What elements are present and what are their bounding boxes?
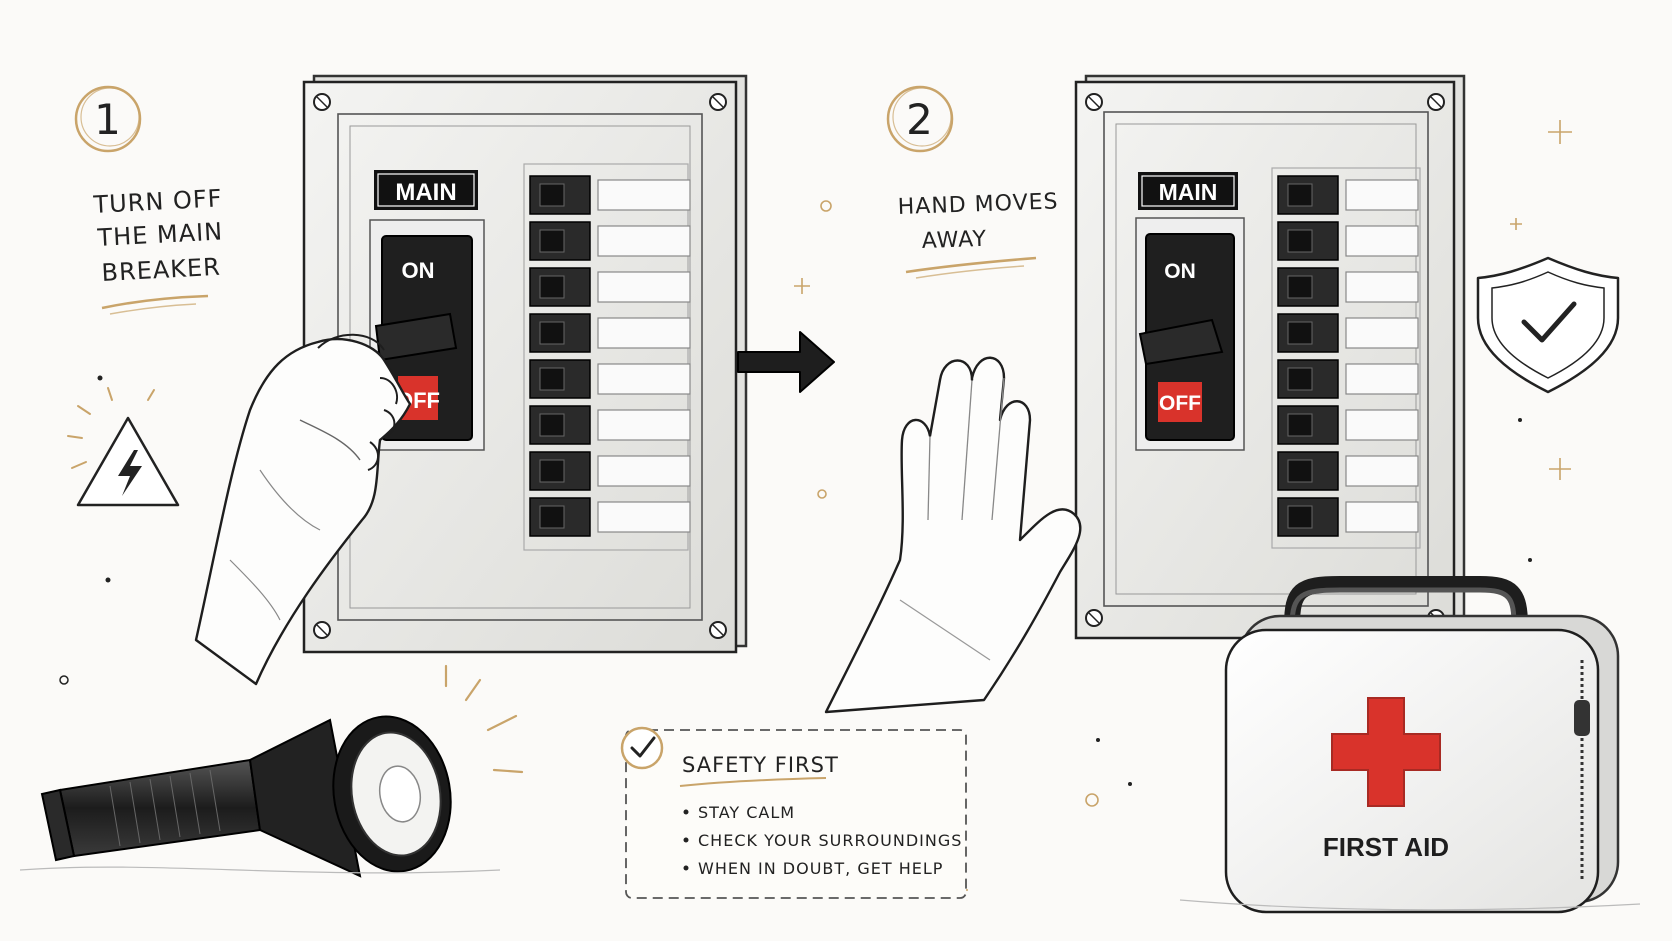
first-aid-label: FIRST AID — [1323, 832, 1449, 862]
breaker-knob — [539, 459, 565, 483]
breaker-row — [1277, 451, 1419, 491]
panel-2-main-label: MAIN — [1159, 179, 1218, 205]
breaker-label-slot — [597, 455, 691, 487]
breaker-label-slot — [1345, 271, 1419, 303]
breaker-label-slot — [597, 225, 691, 257]
step-1-badge: 1 — [74, 85, 142, 153]
panel-2-on-label: ON — [1164, 260, 1196, 283]
flashlight-icon — [19, 664, 524, 878]
safety-card-item: STAY CALM — [698, 803, 795, 822]
breaker-row — [529, 221, 691, 261]
breaker-knob — [539, 367, 565, 391]
breaker-knob — [1287, 229, 1313, 253]
step-1-caption-line-1: TURN OFF — [92, 184, 223, 219]
step-2-caption: HAND MOVES AWAY — [897, 189, 1059, 279]
breaker-row — [1277, 221, 1419, 261]
step-1: 1 TURN OFF THE MAIN BREAKER — [67, 74, 748, 686]
safety-card-title: SAFETY FIRST — [682, 753, 839, 777]
open-hand — [824, 356, 1082, 714]
breaker-row — [1277, 497, 1419, 537]
breaker-row — [1277, 175, 1419, 215]
breaker-label-slot — [1345, 409, 1419, 441]
breaker-label-slot — [597, 179, 691, 211]
warning-bolt-icon — [67, 387, 180, 507]
breaker-knob — [539, 413, 565, 437]
breaker-knob — [1287, 459, 1313, 483]
safety-first-card: SAFETY FIRST STAY CALM CHECK YOUR SURROU… — [620, 726, 967, 899]
breaker-row — [529, 405, 691, 445]
breaker-label-slot — [1345, 225, 1419, 257]
step-1-caption-line-2: THE MAIN — [96, 217, 224, 252]
breaker-label-slot — [597, 501, 691, 533]
breaker-row — [529, 175, 691, 215]
breaker-knob — [1287, 367, 1313, 391]
step-2-badge: 2 — [886, 85, 954, 153]
breaker-knob — [1287, 275, 1313, 299]
breaker-knob — [1287, 413, 1313, 437]
breaker-knob — [1287, 321, 1313, 345]
safety-card-item: CHECK YOUR SURROUNDINGS — [698, 831, 962, 850]
breaker-row — [529, 267, 691, 307]
breaker-label-slot — [1345, 363, 1419, 395]
breaker-label-slot — [1345, 317, 1419, 349]
breaker-row — [1277, 405, 1419, 445]
arrow-right-icon — [737, 331, 835, 393]
shield-check-icon — [1476, 256, 1620, 394]
breaker-label-slot — [1345, 501, 1419, 533]
first-aid-kit-icon: FIRST AID — [1179, 576, 1641, 914]
step-2-caption-line-1: HAND MOVES — [897, 189, 1059, 220]
hand-on-switch — [194, 333, 412, 686]
panel-1-main-label: MAIN — [395, 179, 456, 206]
safety-card-list: STAY CALM CHECK YOUR SURROUNDINGS WHEN I… — [683, 803, 962, 878]
panel-2-breakers — [1277, 175, 1419, 537]
breaker-row — [1277, 359, 1419, 399]
panel-1-breakers — [529, 175, 691, 537]
breaker-knob — [539, 505, 565, 529]
breaker-panel-2: MAIN ON OFF — [1074, 74, 1466, 640]
step-1-caption: TURN OFF THE MAIN BREAKER — [92, 184, 224, 315]
breaker-label-slot — [597, 363, 691, 395]
breaker-knob — [539, 183, 565, 207]
dot-decorations — [59, 375, 1532, 786]
step-1-caption-line-3: BREAKER — [101, 253, 222, 287]
breaker-row — [1277, 313, 1419, 353]
panel-2-off-label: OFF — [1159, 392, 1201, 415]
breaker-panel-1: MAIN ON OFF — [302, 74, 748, 654]
breaker-knob — [1287, 505, 1313, 529]
breaker-label-slot — [597, 317, 691, 349]
breaker-knob — [539, 275, 565, 299]
breaker-row — [529, 313, 691, 353]
breaker-row — [529, 451, 691, 491]
breaker-row — [529, 497, 691, 537]
breaker-knob — [539, 321, 565, 345]
breaker-row — [529, 359, 691, 399]
checkmark-icon — [620, 726, 664, 770]
breaker-row — [1277, 267, 1419, 307]
breaker-knob — [539, 229, 565, 253]
step-2-number: 2 — [906, 95, 934, 144]
breaker-label-slot — [1345, 179, 1419, 211]
safety-card-item: WHEN IN DOUBT, GET HELP — [698, 859, 943, 878]
breaker-knob — [1287, 183, 1313, 207]
breaker-label-slot — [597, 271, 691, 303]
step-1-number: 1 — [94, 95, 122, 144]
breaker-label-slot — [597, 409, 691, 441]
breaker-label-slot — [1345, 455, 1419, 487]
step-2: 2 HAND MOVES AWAY MAIN — [794, 74, 1620, 898]
step-2-caption-line-2: AWAY — [921, 227, 987, 254]
panel-1-on-label: ON — [402, 258, 435, 283]
